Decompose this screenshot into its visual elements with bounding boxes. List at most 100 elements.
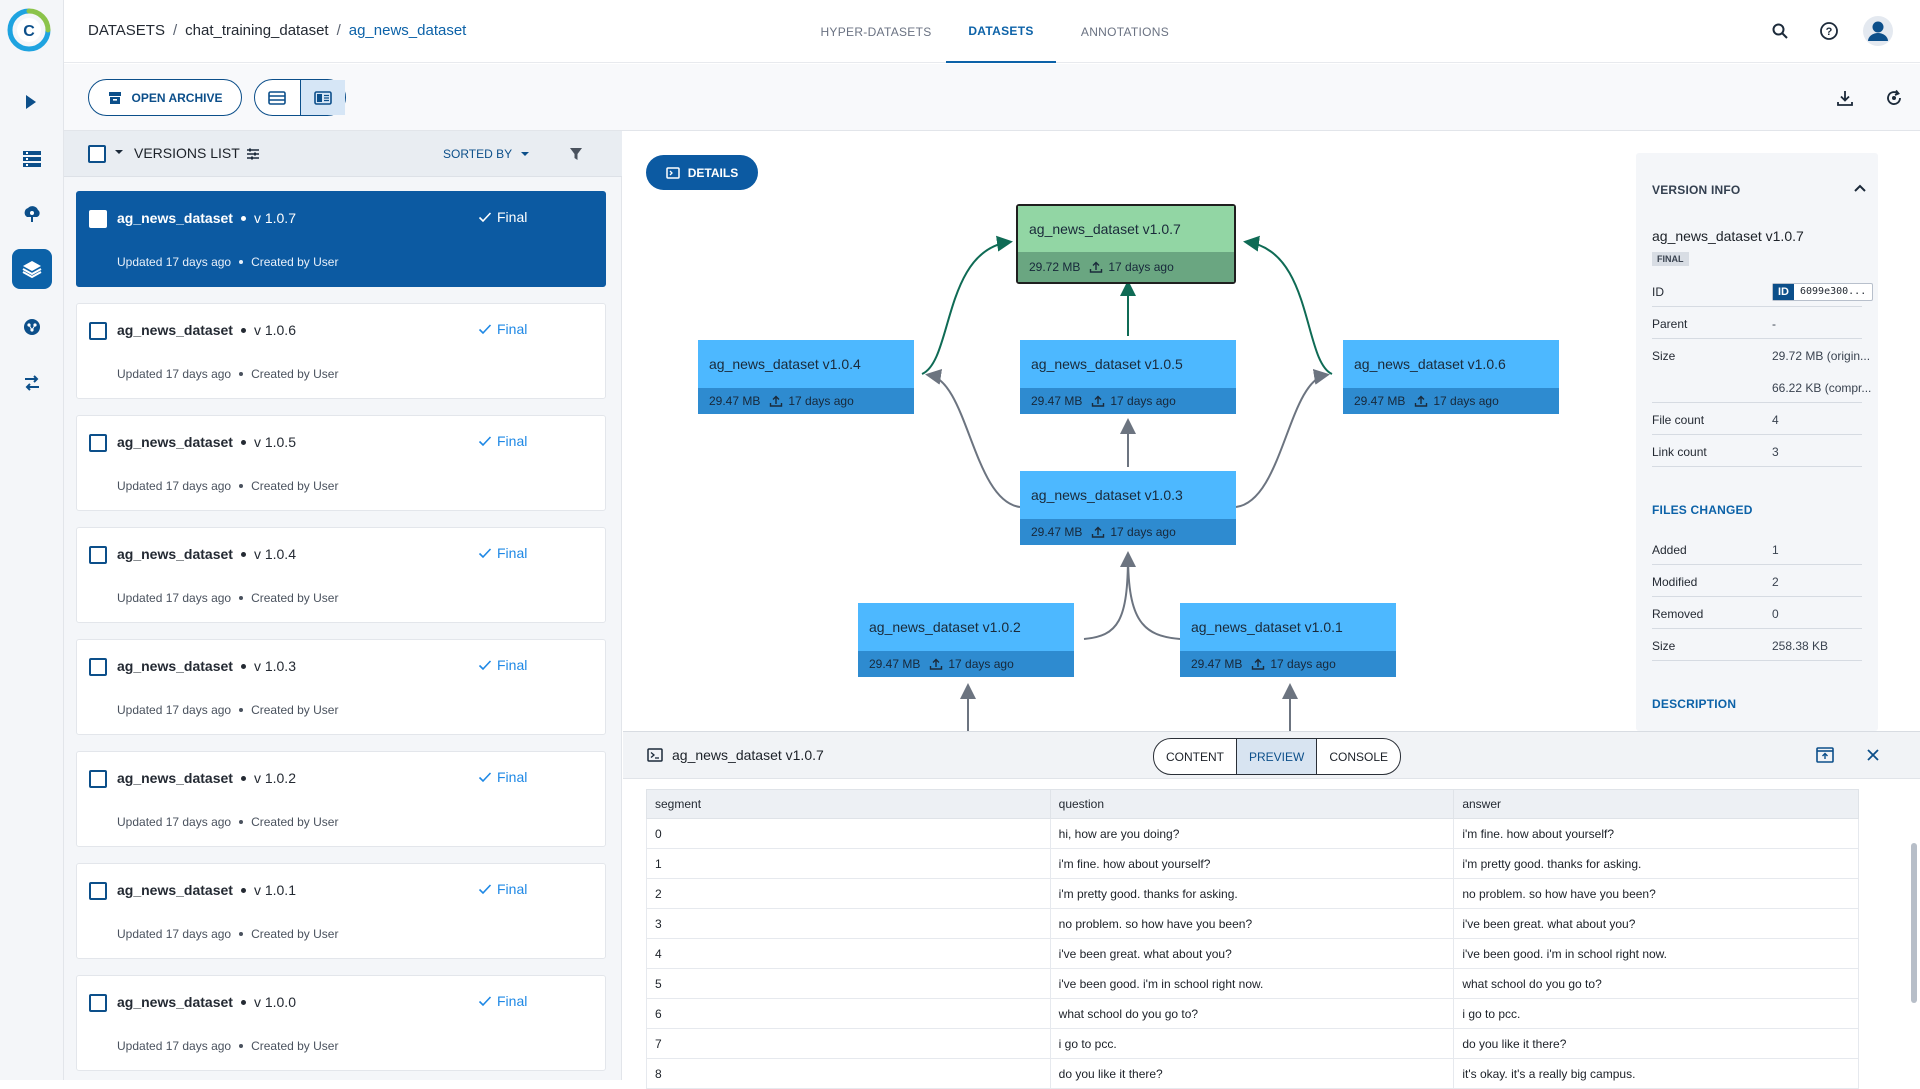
removed-value: 0	[1772, 607, 1779, 621]
nav-projects-icon[interactable]	[12, 139, 52, 179]
help-icon[interactable]: ?	[1817, 19, 1841, 43]
upload-icon	[930, 658, 943, 670]
nav-models-icon[interactable]	[12, 194, 52, 234]
version-status: Final	[478, 881, 527, 897]
maximize-panel-icon[interactable]	[1816, 747, 1834, 763]
preview-scrollbar[interactable]	[1911, 843, 1917, 1003]
list-view-button[interactable]	[255, 80, 300, 115]
nav-datasets-icon[interactable]	[12, 249, 52, 289]
columns-settings-icon[interactable]	[246, 146, 260, 162]
node-size: 29.47 MB	[1031, 525, 1083, 539]
node-size: 29.47 MB	[869, 657, 921, 671]
node-age: 17 days ago	[1110, 525, 1176, 539]
breadcrumb-project[interactable]: chat_training_dataset	[185, 22, 329, 39]
version-checkbox[interactable]	[89, 434, 107, 452]
separator-dot	[240, 887, 246, 893]
tab-annotations[interactable]: ANNOTATIONS	[1080, 24, 1170, 39]
status-label: Final	[497, 769, 528, 785]
top-header: DATASETS / chat_training_dataset / ag_ne…	[64, 0, 1920, 63]
filter-icon[interactable]	[569, 146, 583, 162]
table-cell: 6	[646, 998, 1051, 1029]
column-header-segment[interactable]: segment	[646, 789, 1051, 819]
collapse-chevron-up-icon[interactable]	[1854, 183, 1866, 193]
modified-label: Modified	[1652, 575, 1698, 589]
nav-workers-icon[interactable]	[12, 363, 52, 403]
column-header-question[interactable]: question	[1049, 789, 1455, 819]
tab-preview[interactable]: PREVIEW	[1236, 739, 1318, 774]
table-cell: i'm pretty good. thanks for asking.	[1049, 878, 1455, 909]
version-checkbox[interactable]	[89, 882, 107, 900]
version-updated: Updated 17 days ago	[117, 479, 232, 493]
tab-console[interactable]: CONSOLE	[1329, 749, 1389, 764]
info-row-changed-size: Size 258.38 KB	[1652, 629, 1862, 661]
sorted-by-button[interactable]: SORTED BY	[443, 147, 530, 161]
table-cell: 2	[646, 878, 1051, 909]
info-row-parent: Parent -	[1652, 307, 1862, 339]
node-label: ag_news_dataset v1.0.6	[1343, 340, 1559, 388]
version-checkbox[interactable]	[89, 658, 107, 676]
version-checkbox[interactable]	[89, 210, 107, 228]
preview-panel: ag_news_dataset v1.0.7 CONTENT PREVIEW C…	[623, 731, 1920, 1089]
download-icon[interactable]	[1833, 86, 1857, 110]
tab-hyper-datasets[interactable]: HYPER-DATASETS	[820, 24, 932, 39]
parent-value: -	[1772, 317, 1776, 331]
user-avatar-icon[interactable]	[1862, 15, 1894, 47]
search-icon[interactable]	[1768, 19, 1792, 43]
version-checkbox[interactable]	[89, 546, 107, 564]
table-cell: hi, how are you doing?	[1049, 818, 1455, 849]
id-chip[interactable]: ID 6099e300...	[1772, 283, 1874, 301]
version-checkbox[interactable]	[89, 770, 107, 788]
open-archive-button[interactable]: OPEN ARCHIVE	[88, 79, 242, 116]
version-checkbox[interactable]	[89, 994, 107, 1012]
clearml-logo-icon[interactable]: C	[7, 8, 51, 52]
edge-103-106	[1235, 369, 1330, 508]
graph-view-button[interactable]	[299, 80, 345, 115]
column-header-answer[interactable]: answer	[1453, 789, 1859, 819]
version-dataset-name: ag_news_dataset	[117, 658, 233, 674]
details-button[interactable]: DETAILS	[646, 155, 758, 190]
nav-reports-icon[interactable]	[12, 307, 52, 347]
toolbar: OPEN ARCHIVE	[64, 64, 1920, 131]
select-menu-chevron-icon[interactable]	[114, 147, 124, 157]
close-icon[interactable]	[1866, 748, 1880, 762]
tab-content[interactable]: CONTENT	[1166, 749, 1224, 764]
version-status: Final	[478, 321, 527, 337]
breadcrumb-current[interactable]: ag_news_dataset	[348, 22, 467, 39]
nav-pipelines-icon[interactable]	[12, 82, 52, 122]
separator-dot	[240, 439, 246, 445]
node-label: ag_news_dataset v1.0.2	[858, 603, 1074, 651]
node-size: 29.47 MB	[1191, 657, 1243, 671]
preview-title: ag_news_dataset v1.0.7	[672, 747, 824, 763]
auto-refresh-icon[interactable]	[1882, 86, 1906, 110]
version-checkbox[interactable]	[89, 322, 107, 340]
tab-datasets[interactable]: DATASETS	[946, 0, 1056, 63]
select-all-checkbox[interactable]	[88, 145, 106, 163]
breadcrumb-datasets[interactable]: DATASETS	[88, 22, 165, 39]
